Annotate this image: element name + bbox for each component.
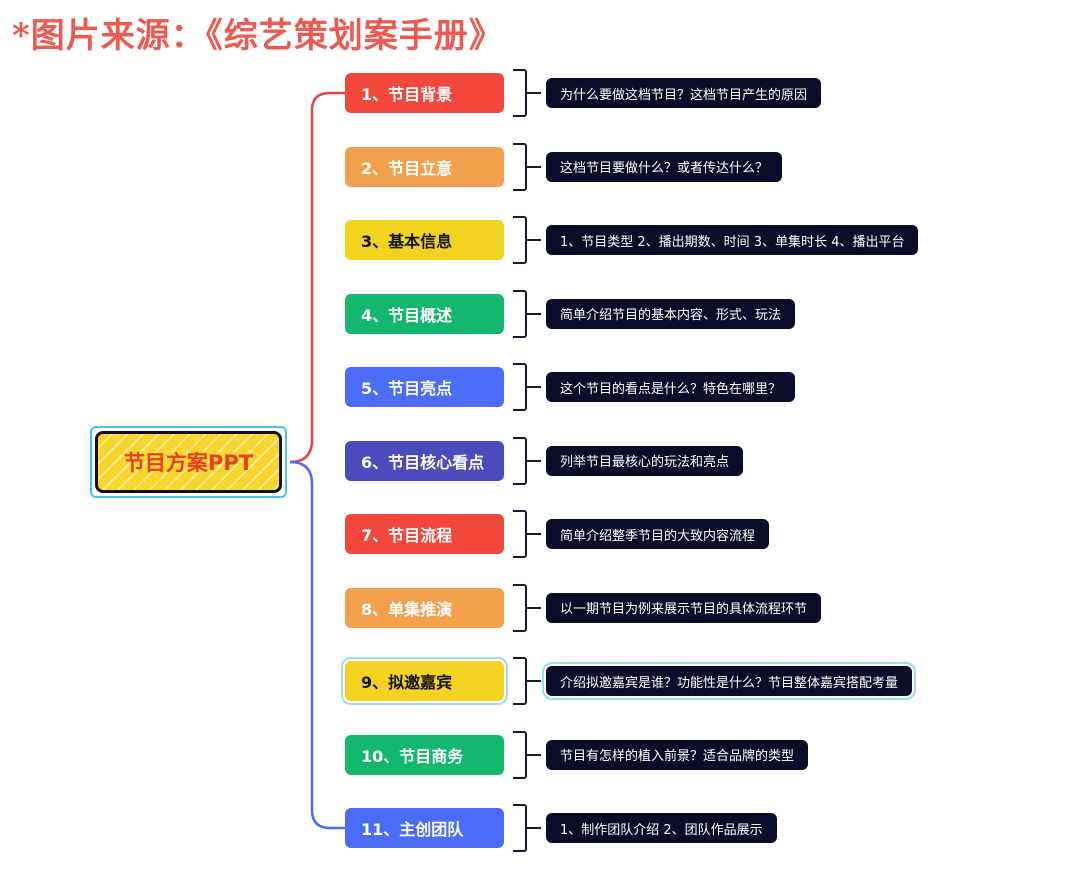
topic-label: 6、节目核心看点 <box>361 452 485 472</box>
description-text: 简单介绍整季节目的大致内容流程 <box>560 528 756 544</box>
topic-row: 11、主创团队 1、制作团队介绍 2、团队作品展示 <box>0 804 1080 852</box>
bracket-stem <box>527 165 541 168</box>
bracket <box>513 510 527 558</box>
topic-row: 6、节目核心看点 列举节目最核心的玩法和亮点 <box>0 436 1080 485</box>
topic-node[interactable]: 7、节目流程 <box>345 514 504 554</box>
topic-row: 7、节目流程 简单介绍整季节目的大致内容流程 <box>0 510 1080 558</box>
connector-lower <box>289 460 345 830</box>
bracket-stem <box>527 606 541 609</box>
bracket <box>513 69 527 117</box>
bracket-stem <box>527 680 541 682</box>
topic-description[interactable]: 简单介绍节目的基本内容、形式、玩法 <box>546 298 796 329</box>
topic-row: 5、节目亮点 这个节目的看点是什么？特色在哪里？ <box>0 363 1080 411</box>
description-text: 以一期节目为例来展示节目的具体流程环节 <box>560 602 808 617</box>
description-text: 介绍拟邀嘉宾是谁？功能性是什么？节目整体嘉宾搭配考量 <box>560 675 899 691</box>
bracket <box>513 142 527 191</box>
topic-label: 8、单集推演 <box>361 599 453 619</box>
description-text: 列举节目最核心的玩法和亮点 <box>560 455 730 470</box>
description-text: 1、制作团队介绍 2、团队作品展示 <box>560 822 763 838</box>
description-text: 为什么要做这档节目？这档节目产生的原因 <box>560 87 808 103</box>
topic-label: 2、节目立意 <box>361 158 453 178</box>
bracket <box>513 289 527 338</box>
topic-description[interactable]: 这个节目的看点是什么？特色在哪里？ <box>546 372 796 402</box>
topic-description[interactable]: 这档节目要做什么？或者传达什么？ <box>546 151 783 182</box>
topic-description[interactable]: 1、制作团队介绍 2、团队作品展示 <box>546 813 777 843</box>
topic-node[interactable]: 6、节目核心看点 <box>345 440 504 481</box>
topic-row: 4、节目概述 简单介绍节目的基本内容、形式、玩法 <box>0 289 1080 338</box>
topic-description[interactable]: 列举节目最核心的玩法和亮点 <box>546 445 744 476</box>
topic-description[interactable]: 节目有怎样的植入前景？适合品牌的类型 <box>546 739 809 770</box>
source-title: *图片来源：《综艺策划案手册》 <box>12 16 504 56</box>
topic-label: 1、节目背景 <box>361 85 453 104</box>
topic-description[interactable]: 简单介绍整季节目的大致内容流程 <box>546 519 770 549</box>
topic-label: 3、基本信息 <box>361 232 453 251</box>
bracket-stem <box>527 312 541 315</box>
topic-label: 11、主创团队 <box>361 820 464 839</box>
topic-label: 4、节目概述 <box>361 305 453 325</box>
bracket-stem <box>527 386 541 388</box>
bracket-stem <box>527 533 541 535</box>
topic-row: 9、拟邀嘉宾 介绍拟邀嘉宾是谁？功能性是什么？节目整体嘉宾搭配考量 <box>0 657 1080 705</box>
topic-node[interactable]: 3、基本信息 <box>345 220 504 260</box>
topic-description[interactable]: 以一期节目为例来展示节目的具体流程环节 <box>546 592 822 623</box>
description-text: 这档节目要做什么？或者传达什么？ <box>560 161 769 176</box>
topic-node[interactable]: 8、单集推演 <box>345 587 504 628</box>
topic-description[interactable]: 介绍拟邀嘉宾是谁？功能性是什么？节目整体嘉宾搭配考量 <box>541 662 917 700</box>
topic-label: 7、节目流程 <box>361 526 453 545</box>
bracket <box>513 363 527 411</box>
bracket <box>513 436 527 485</box>
bracket-stem <box>527 92 541 94</box>
description-text: 节目有怎样的植入前景？适合品牌的类型 <box>560 749 795 764</box>
topic-node[interactable]: 11、主创团队 <box>345 808 504 848</box>
bracket <box>513 730 527 779</box>
description-text: 1、节目类型 2、播出期数、时间 3、单集时长 4、播出平台 <box>560 234 905 250</box>
topic-row: 10、节目商务 节目有怎样的植入前景？适合品牌的类型 <box>0 730 1080 779</box>
topic-label: 10、节目商务 <box>361 746 464 766</box>
central-topic-label: 节目方案PPT <box>95 431 282 493</box>
topic-description[interactable]: 1、节目类型 2、播出期数、时间 3、单集时长 4、播出平台 <box>546 225 919 255</box>
topic-node[interactable]: 4、节目概述 <box>345 293 504 334</box>
connector-upper <box>289 91 345 464</box>
central-topic[interactable]: 节目方案PPT <box>90 426 287 498</box>
bracket <box>513 216 527 264</box>
topic-row: 1、节目背景 为什么要做这档节目？这档节目产生的原因 <box>0 69 1080 117</box>
topic-row: 2、节目立意 这档节目要做什么？或者传达什么？ <box>0 142 1080 191</box>
bracket <box>513 583 527 632</box>
bracket-stem <box>527 239 541 241</box>
topic-node[interactable]: 9、拟邀嘉宾 <box>341 657 508 705</box>
description-text: 简单介绍节目的基本内容、形式、玩法 <box>560 308 782 323</box>
topic-row: 3、基本信息 1、节目类型 2、播出期数、时间 3、单集时长 4、播出平台 <box>0 216 1080 264</box>
topic-label: 5、节目亮点 <box>361 379 453 398</box>
bracket-stem <box>527 827 541 829</box>
bracket-stem <box>527 753 541 756</box>
topic-node[interactable]: 2、节目立意 <box>345 146 504 187</box>
topic-node[interactable]: 10、节目商务 <box>345 734 504 775</box>
bracket <box>513 804 527 852</box>
topic-node[interactable]: 5、节目亮点 <box>345 367 504 407</box>
topic-description[interactable]: 为什么要做这档节目？这档节目产生的原因 <box>546 78 822 108</box>
description-text: 这个节目的看点是什么？特色在哪里？ <box>560 381 782 397</box>
topic-row: 8、单集推演 以一期节目为例来展示节目的具体流程环节 <box>0 583 1080 632</box>
topic-label: 9、拟邀嘉宾 <box>361 673 453 692</box>
bracket-stem <box>527 459 541 462</box>
topic-node[interactable]: 1、节目背景 <box>345 73 504 113</box>
bracket <box>513 657 527 705</box>
